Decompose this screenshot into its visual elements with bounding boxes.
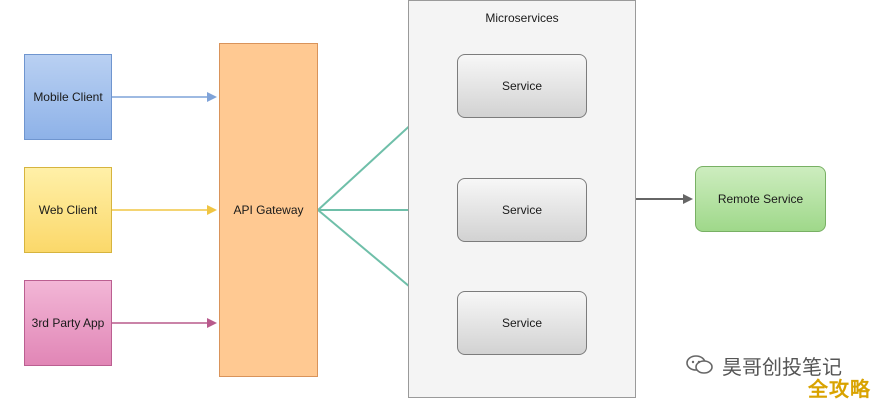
third-party-app-node[interactable]: 3rd Party App [24, 280, 112, 366]
remote-service-label: Remote Service [717, 192, 804, 206]
service-node-1[interactable]: Service [457, 54, 587, 118]
microservices-title: Microservices [485, 11, 559, 25]
third-party-app-label: 3rd Party App [31, 316, 105, 330]
service-label: Service [501, 79, 542, 93]
mobile-client-node[interactable]: Mobile Client [24, 54, 112, 140]
service-node-2[interactable]: Service [457, 178, 587, 242]
watermark-stamp: 全攻略 [808, 379, 871, 401]
service-node-3[interactable]: Service [457, 291, 587, 355]
watermark: 昊哥创投笔记 [684, 352, 842, 379]
watermark-text: 昊哥创投笔记 [722, 356, 842, 379]
api-gateway-label: API Gateway [233, 203, 304, 217]
wechat-icon [684, 353, 716, 377]
service-label: Service [501, 316, 542, 330]
service-label: Service [501, 203, 542, 217]
api-gateway-node[interactable]: API Gateway [219, 43, 318, 377]
remote-service-node[interactable]: Remote Service [695, 166, 826, 232]
mobile-client-label: Mobile Client [33, 90, 103, 104]
web-client-label: Web Client [38, 203, 98, 217]
web-client-node[interactable]: Web Client [24, 167, 112, 253]
